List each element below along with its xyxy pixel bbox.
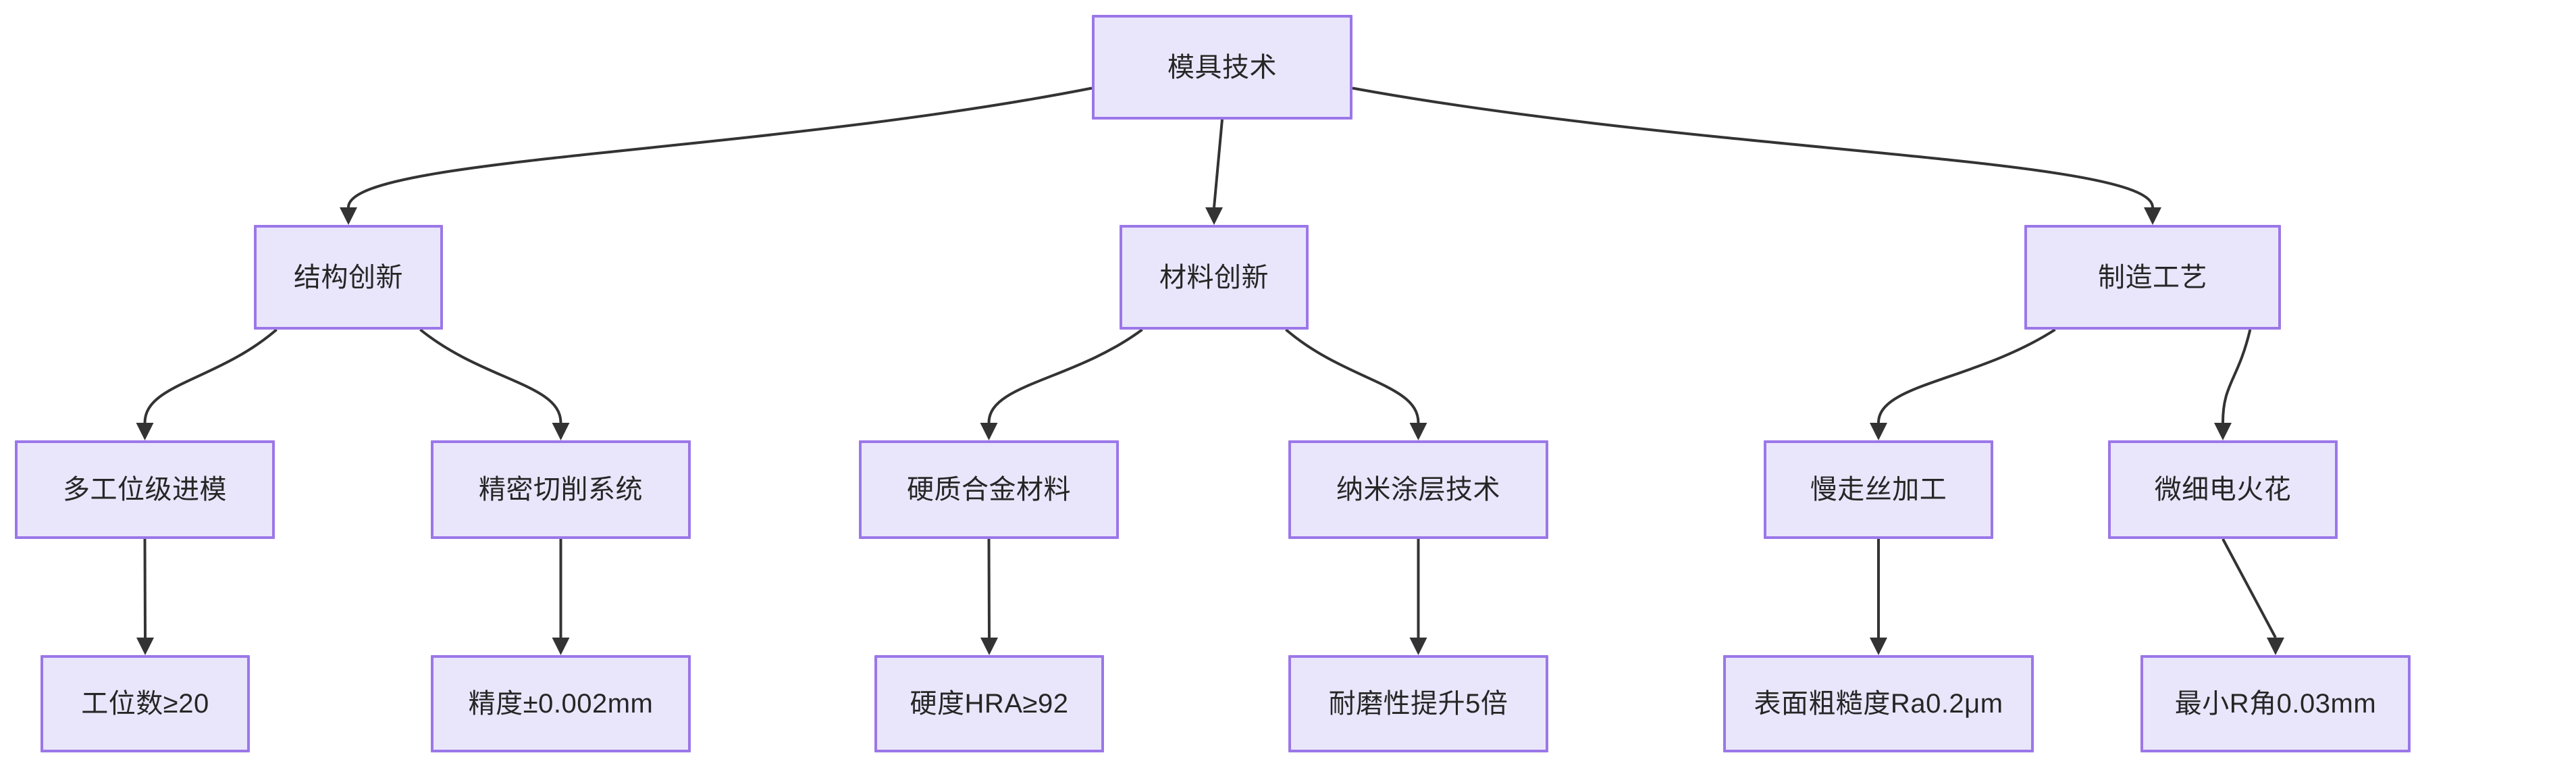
edge-l2c-to-l3e <box>1877 328 2056 423</box>
node-l3b[interactable]: 精密切削系统 <box>431 440 691 539</box>
node-label: 硬度HRA≥92 <box>910 689 1069 719</box>
edge-l2a-to-l3b-arrowhead <box>552 423 570 440</box>
edge-root-to-l2b <box>1213 119 1224 208</box>
edge-root-to-l2a-arrowhead <box>340 207 357 225</box>
edge-l2b-to-l3d-arrowhead <box>1409 423 1427 440</box>
edge-l3a-to-l4a <box>143 538 147 638</box>
node-label: 工位数≥20 <box>81 689 209 719</box>
node-l2b[interactable]: 材料创新 <box>1120 225 1309 330</box>
edge-l3e-to-l4e-arrowhead <box>1870 638 1887 655</box>
node-label: 纳米涂层技术 <box>1336 475 1500 505</box>
edge-l3b-to-l4b-arrowhead <box>552 638 570 655</box>
node-l4a[interactable]: 工位数≥20 <box>41 655 250 752</box>
node-l3e[interactable]: 慢走丝加工 <box>1764 440 1993 539</box>
node-label: 微细电火花 <box>2154 475 2292 505</box>
node-l4e[interactable]: 表面粗糙度Ra0.2μm <box>1723 655 2034 752</box>
node-l4c[interactable]: 硬度HRA≥92 <box>874 655 1104 752</box>
edge-l2a-to-l3a <box>143 328 278 423</box>
node-label: 精度±0.002mm <box>468 689 654 719</box>
node-label: 最小R角0.03mm <box>2174 689 2377 719</box>
edge-l3d-to-l4d-arrowhead <box>1409 638 1427 655</box>
node-label: 慢走丝加工 <box>1810 475 1947 505</box>
edge-l2a-to-l3b <box>419 328 562 423</box>
edge-root-to-l2c <box>1352 86 2154 208</box>
node-l3a[interactable]: 多工位级进模 <box>15 440 275 539</box>
edge-l2c-to-l3f <box>2222 329 2252 423</box>
node-label: 材料创新 <box>1159 262 1269 292</box>
edge-l2b-to-l3d <box>1285 328 1420 423</box>
node-root[interactable]: 模具技术 <box>1092 15 1352 120</box>
edge-l3a-to-l4a-arrowhead <box>136 638 154 655</box>
edge-l3f-to-l4f-arrowhead <box>2267 638 2284 655</box>
edge-l2a-to-l3a-arrowhead <box>136 423 154 440</box>
edge-root-to-l2b-arrowhead <box>1205 207 1223 225</box>
node-l3d[interactable]: 纳米涂层技术 <box>1288 440 1548 539</box>
node-l2a[interactable]: 结构创新 <box>254 225 443 330</box>
edge-l3f-to-l4f <box>2222 538 2277 638</box>
edge-l2c-to-l3f-arrowhead <box>2214 423 2232 440</box>
edge-l3c-to-l4c-arrowhead <box>980 638 998 655</box>
node-label: 精密切削系统 <box>479 475 643 505</box>
node-label: 模具技术 <box>1167 52 1277 82</box>
node-label: 结构创新 <box>294 262 403 292</box>
node-l4b[interactable]: 精度±0.002mm <box>431 655 691 752</box>
node-l2c[interactable]: 制造工艺 <box>2024 225 2281 330</box>
edge-l2b-to-l3c-arrowhead <box>980 423 998 440</box>
node-l3f[interactable]: 微细电火花 <box>2108 440 2338 539</box>
node-label: 耐磨性提升5倍 <box>1328 689 1508 719</box>
edge-l3c-to-l4c <box>987 538 991 638</box>
node-l4d[interactable]: 耐磨性提升5倍 <box>1288 655 1548 752</box>
node-label: 表面粗糙度Ra0.2μm <box>1754 689 2003 719</box>
node-l3c[interactable]: 硬质合金材料 <box>859 440 1119 539</box>
node-label: 多工位级进模 <box>63 475 227 505</box>
node-l4f[interactable]: 最小R角0.03mm <box>2140 655 2411 752</box>
edge-l2b-to-l3c <box>987 328 1143 423</box>
edge-root-to-l2c-arrowhead <box>2144 207 2161 225</box>
node-label: 制造工艺 <box>2098 262 2207 292</box>
node-label: 硬质合金材料 <box>907 475 1071 505</box>
edge-l2c-to-l3e-arrowhead <box>1870 423 1887 440</box>
edge-root-to-l2a <box>347 86 1093 208</box>
